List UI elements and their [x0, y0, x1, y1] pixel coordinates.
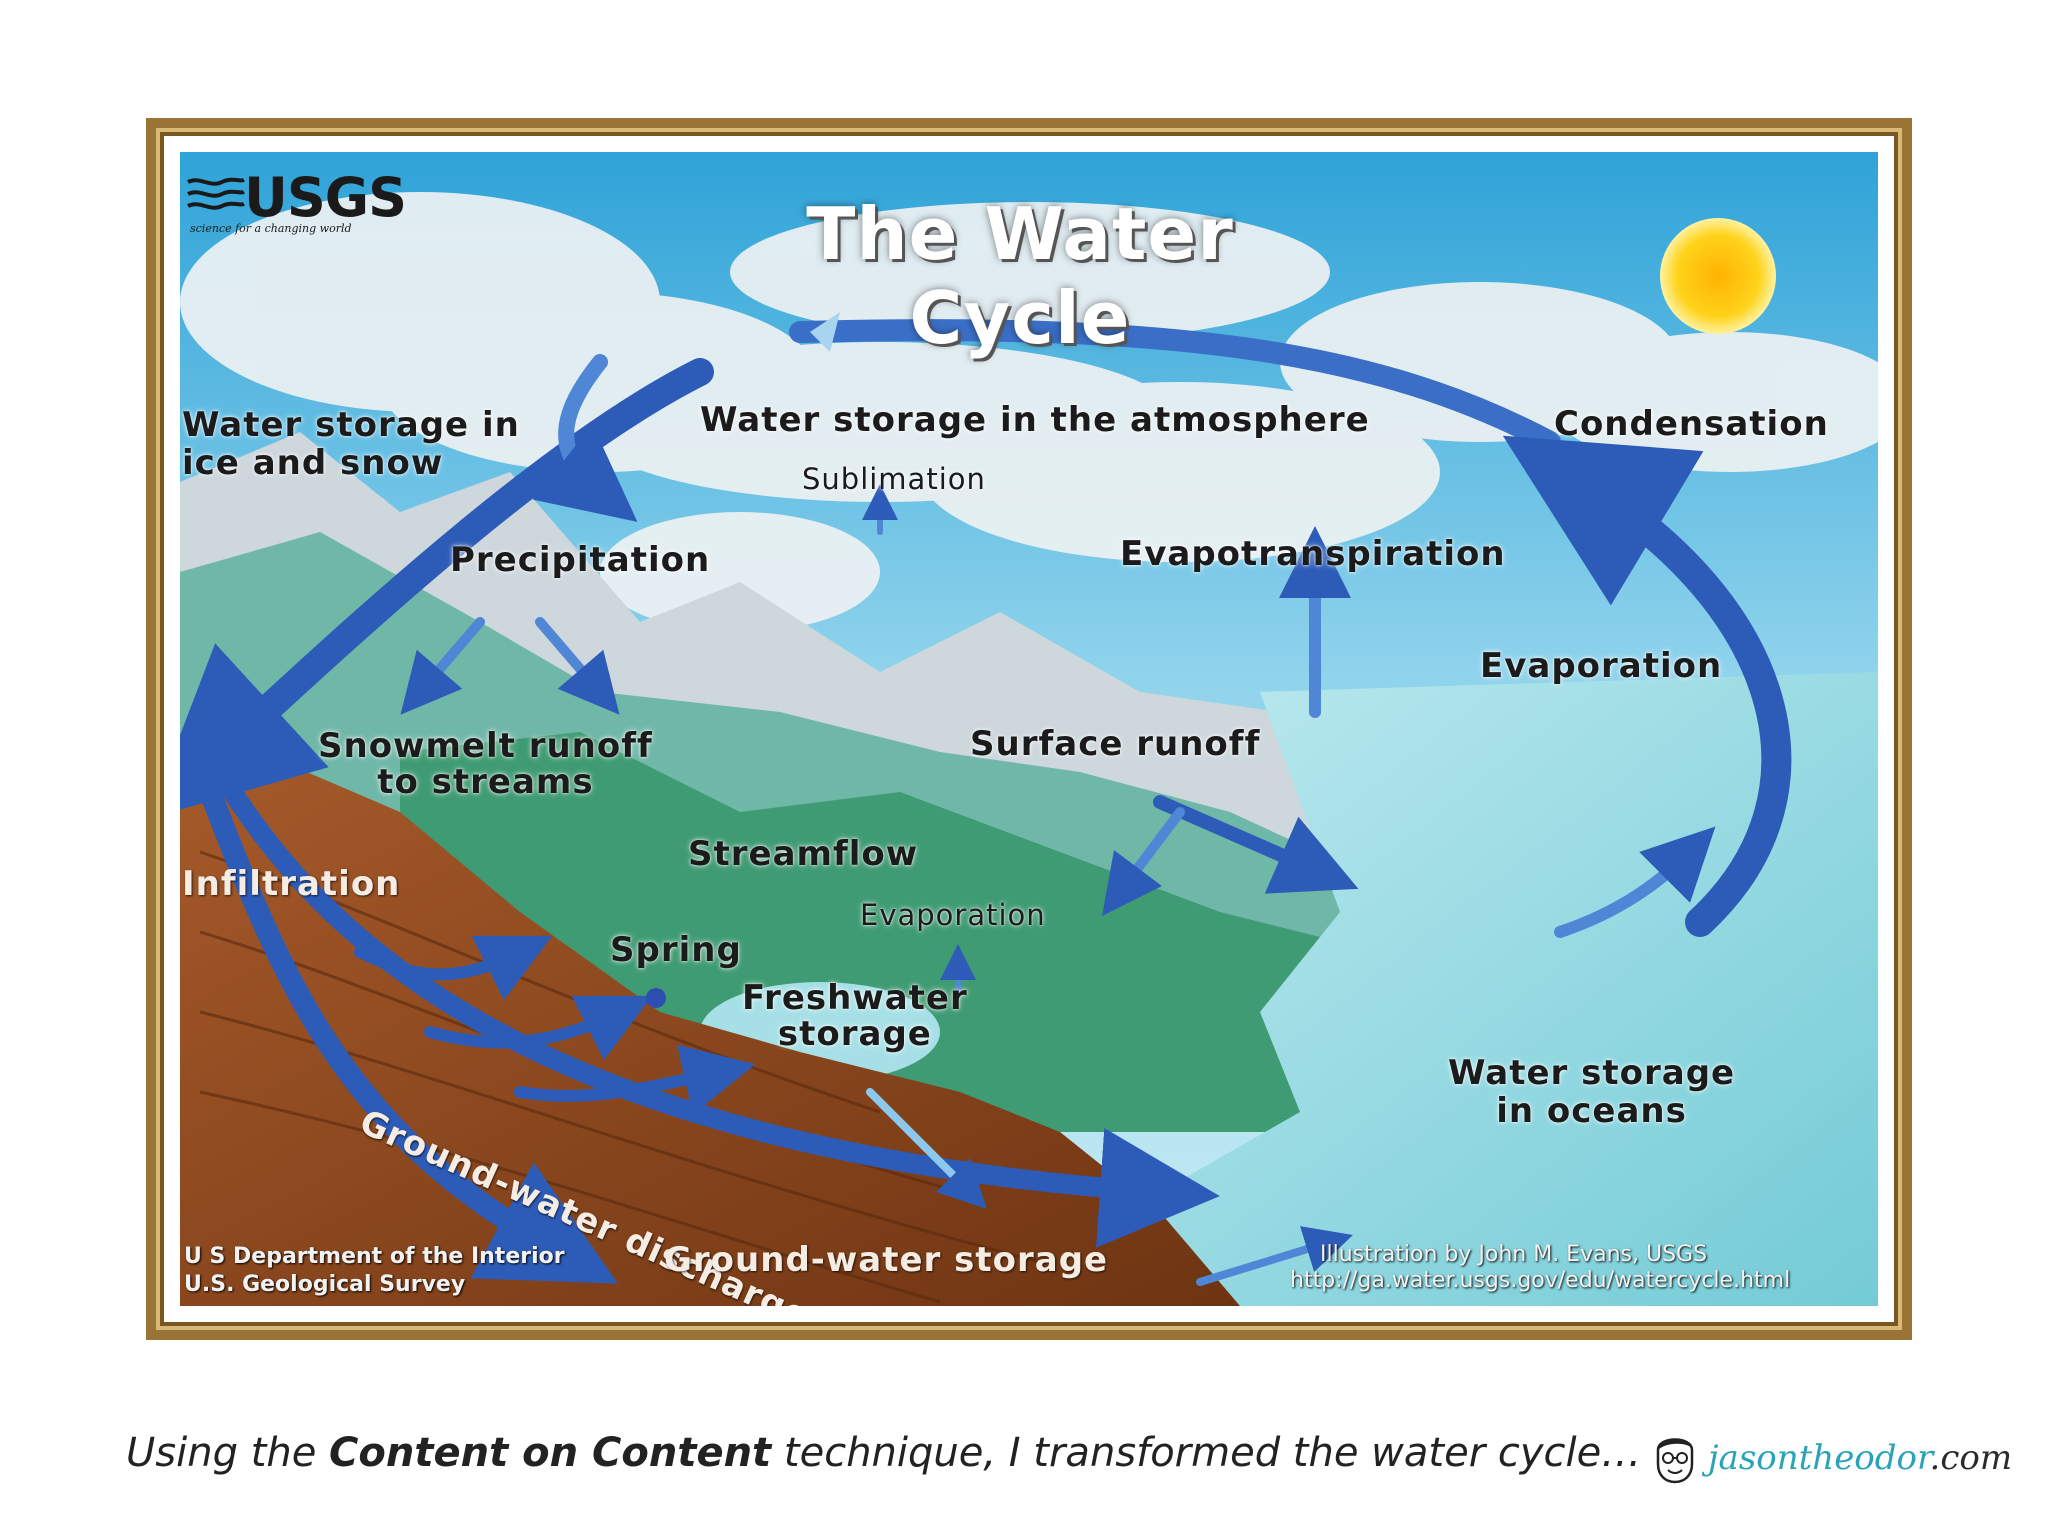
diagram-title: The Water Cycle: [720, 192, 1320, 360]
label-freshwater-storage: Freshwater storage: [742, 980, 968, 1052]
water-cycle-illustration: USGS science for a changing world The Wa…: [180, 152, 1878, 1306]
label-water-storage-atmosphere: Water storage in the atmosphere: [700, 400, 1370, 440]
brand-domain[interactable]: .com: [1930, 1438, 2013, 1478]
label-infiltration: Infiltration: [182, 864, 400, 904]
label-snowmelt-runoff: Snowmelt runoff to streams: [318, 728, 653, 800]
face-avatar-icon: [1648, 1430, 1702, 1486]
credit-department: U S Department of the Interior: [184, 1244, 565, 1269]
label-evaporation-lake: Evaporation: [860, 898, 1046, 932]
caption-suffix: technique, I transformed the water cycle…: [771, 1430, 1641, 1476]
credit-survey: U.S. Geological Survey: [184, 1272, 465, 1297]
caption: Using the Content on Content technique, …: [126, 1430, 1641, 1476]
label-condensation: Condensation: [1554, 404, 1829, 444]
sun-icon: [1660, 218, 1776, 334]
usgs-wave-icon: [186, 174, 246, 224]
usgs-logo: USGS science for a changing world: [186, 162, 396, 242]
caption-prefix: Using the: [126, 1430, 329, 1476]
label-evapotranspiration: Evapotranspiration: [1120, 534, 1506, 574]
credit-url: http://ga.water.usgs.gov/edu/watercycle.…: [1290, 1268, 1790, 1293]
label-surface-runoff: Surface runoff: [970, 724, 1260, 764]
label-streamflow: Streamflow: [688, 834, 918, 874]
usgs-tagline: science for a changing world: [190, 222, 352, 235]
usgs-logo-text: USGS: [244, 166, 406, 229]
caption-emphasis: Content on Content: [329, 1430, 771, 1476]
label-groundwater-storage: Ground-water storage: [664, 1240, 1108, 1280]
spring-marker: [646, 988, 666, 1008]
brand-name[interactable]: jasontheodor: [1708, 1438, 1930, 1478]
label-sublimation: Sublimation: [802, 462, 986, 496]
label-precipitation: Precipitation: [450, 540, 710, 580]
brand-text[interactable]: jasontheodor.com: [1708, 1438, 2012, 1478]
water-cycle-frame: USGS science for a changing world The Wa…: [146, 118, 1912, 1340]
brand-signature[interactable]: jasontheodor.com: [1648, 1430, 2012, 1486]
label-spring: Spring: [610, 930, 742, 970]
label-water-storage-oceans: Water storage in oceans: [1448, 1054, 1735, 1130]
label-water-storage-ice: Water storage in ice and snow: [182, 406, 520, 482]
label-evaporation-ocean: Evaporation: [1480, 646, 1722, 686]
credit-illustration: Illustration by John M. Evans, USGS: [1320, 1242, 1707, 1267]
